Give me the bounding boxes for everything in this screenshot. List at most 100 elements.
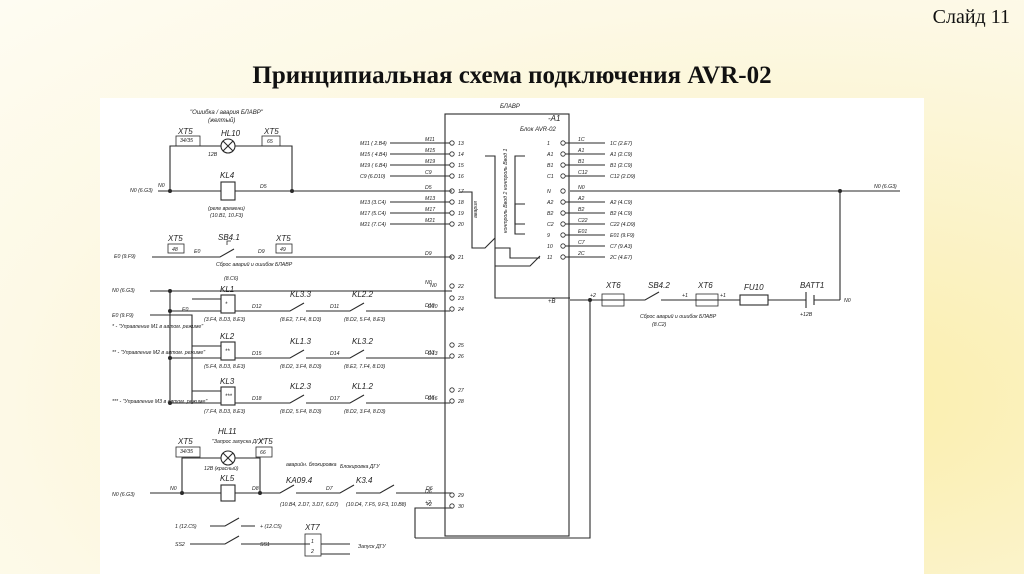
kl3-ref: (7.F4, 8.D3, 8.E3) xyxy=(204,409,246,415)
kl1-wire-mid: D11 xyxy=(330,304,339,310)
right-terminal-num: C2 xyxy=(547,222,554,228)
left-terminal-26 xyxy=(449,353,455,359)
right-terminal-9 xyxy=(560,232,566,238)
left-terminal-25 xyxy=(449,342,455,348)
left-terminal-18 xyxy=(449,199,455,205)
left-terminal-19 xyxy=(449,210,455,216)
kl4-ref: (10.В1, 10.F3) xyxy=(210,213,243,219)
kl5-label: KL5 xyxy=(220,474,235,483)
note-1: * - "Управление М1 в автом. режиме" xyxy=(112,324,204,330)
right-terminal-num: 11 xyxy=(547,255,552,261)
kl2-wire-out: D13 xyxy=(428,351,438,357)
reset-pin-b: 49 xyxy=(280,247,286,253)
mid-n0-wire: N0 xyxy=(430,283,437,289)
kl1-contact-b-ref: (8.D2, 5.F4, 8.E3) xyxy=(344,317,386,323)
left-terminal-num: 14 xyxy=(458,152,464,158)
sb42-label: SB4.2 xyxy=(648,281,670,290)
left-terminal-num: 15 xyxy=(458,163,464,169)
left-terminal-wire: +2 xyxy=(425,500,431,506)
left-terminal-wire: M15 xyxy=(425,148,435,154)
reset-wire xyxy=(152,248,452,258)
xt5-left-label: ХТ5 xyxy=(177,127,193,136)
kl3-coil xyxy=(220,386,236,406)
avr02-module-frame xyxy=(444,113,570,537)
sb41-label: SB4.1 xyxy=(218,233,240,242)
right-terminal-ref: C22 (4.D9) xyxy=(610,222,636,228)
right-terminal-wire: C12 xyxy=(578,170,588,176)
mid-e0-label: E0 (9.F9) xyxy=(112,313,134,319)
kl3-mark: *** xyxy=(225,394,233,400)
fault-label: авария xyxy=(473,201,479,218)
n0-top-label: N0 (6.G3) xyxy=(130,188,153,194)
left-terminal-num: 25 xyxy=(457,343,464,349)
kl1-contact-a: KL3.3 xyxy=(290,290,311,299)
left-terminal-num: 28 xyxy=(457,399,464,405)
device-title: БЛАВР xyxy=(500,104,520,110)
left-terminal-15 xyxy=(449,162,455,168)
kl3-contact-b: KL1.2 xyxy=(352,382,373,391)
block-name: Блок AVR-02 xyxy=(520,127,556,133)
hl10-label: HL10 xyxy=(221,129,241,138)
kl2-wire-mid: D14 xyxy=(330,351,340,357)
left-terminal-num: 26 xyxy=(457,354,464,360)
right-terminal-wire: B2 xyxy=(578,207,584,213)
left-terminal-ref: M13 (3.C4) xyxy=(360,200,386,206)
start-xt5-a: ХТ5 xyxy=(177,437,193,446)
left-terminal-num: 16 xyxy=(458,174,464,180)
left-terminal-wire: D9 xyxy=(425,251,432,257)
kl1-contact-a-ref: (8.E2, 7.F4, 8.D3) xyxy=(280,317,322,323)
kl3-contact-b-ref: (8.D2, 3.F4, 8.D3) xyxy=(344,409,386,415)
kl2-contact-a-ref: (8.D2, 3.F4, 8.D3) xyxy=(280,364,322,370)
xt7-label: ХТ7 xyxy=(304,523,320,532)
left-terminal-num: 27 xyxy=(457,388,465,394)
xt5-right-pin: 65 xyxy=(267,139,273,145)
kl4-coil xyxy=(220,181,236,201)
start-c1: 1 (12.С5) xyxy=(175,524,197,530)
right-terminal-ref: C12 (2.D9) xyxy=(610,174,636,180)
right-terminal-11 xyxy=(560,254,566,260)
hl10-color: (желтый) xyxy=(208,117,235,124)
right-terminal-num: A2 xyxy=(546,200,553,206)
right-terminal-wire: E01 xyxy=(578,229,587,235)
start-d8: D8 xyxy=(252,486,259,492)
xt6-b: ХТ6 xyxy=(697,281,713,290)
right-terminal-B1 xyxy=(560,162,566,168)
left-terminal-27 xyxy=(449,387,455,393)
start-plus2: +2 xyxy=(426,502,432,508)
right-terminal-1 xyxy=(560,140,566,146)
start-xt5-b: ХТ5 xyxy=(257,437,273,446)
left-terminal-num: 21 xyxy=(457,255,464,261)
left-terminal-wire: M19 xyxy=(425,159,435,165)
lock-caption: Блокировка ДГУ xyxy=(340,464,380,470)
right-terminal-num: C1 xyxy=(547,174,554,180)
right-terminal-num: 10 xyxy=(547,244,553,250)
hl11-caption: "Запрос запуска ДГУ" xyxy=(212,439,265,445)
left-terminal-28 xyxy=(449,398,455,404)
xt5-right-label: ХТ5 xyxy=(263,127,279,136)
start-c2: + (12.С5) xyxy=(260,524,282,530)
kl1-mark: * xyxy=(225,302,228,308)
left-terminal-wire: M11 xyxy=(425,137,435,143)
batt-voltage: +12В xyxy=(800,312,813,318)
left-terminal-wire: D5 xyxy=(425,185,432,191)
ctrl2-bracket xyxy=(514,203,525,235)
left-terminal-ref: M11 ( 2.В4) xyxy=(360,141,387,147)
battery-wire xyxy=(570,291,840,301)
kl3-wire-mid: D17 xyxy=(330,396,341,402)
kl2-ref: (5.F4, 8.D3, 8.E3) xyxy=(204,364,246,370)
right-terminal-wire: A1 xyxy=(577,148,584,154)
left-terminal-ref: C9 (6.D10) xyxy=(360,174,386,180)
kl1-ref: (3.F4, 8.D3, 8.E3) xyxy=(204,317,246,323)
ss1-label: SS1 xyxy=(260,542,270,548)
left-terminal-num: 18 xyxy=(458,200,464,206)
right-terminal-ref: E01 (9.F9) xyxy=(610,233,635,239)
left-terminal-14 xyxy=(449,151,455,157)
ka094-ref: (10.В4, 2.D7, 3.D7, 6.D7) xyxy=(280,502,339,508)
xt5-left-pins: 34/35 xyxy=(180,138,193,144)
xt7-pin-2: 2 xyxy=(310,549,314,555)
start-d6: D6 xyxy=(426,486,433,492)
kl4-desc: (реле времени) xyxy=(208,206,245,212)
right-terminal-C2 xyxy=(560,221,566,227)
